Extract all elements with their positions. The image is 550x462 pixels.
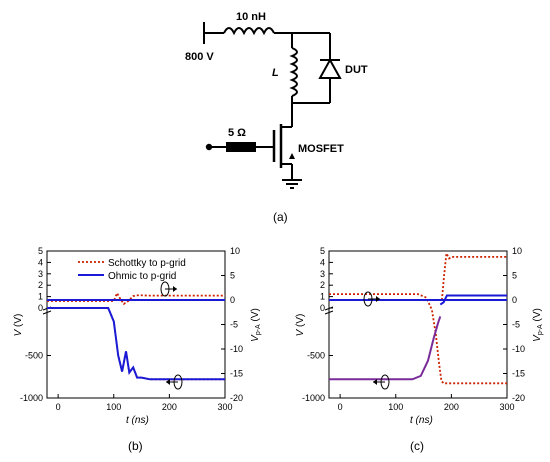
series-line	[329, 293, 507, 385]
y-left-tick-label: 5	[320, 246, 325, 256]
y-right-tick-label: 5	[230, 271, 235, 281]
legend-label-schottky: Schottky to p-grid	[108, 258, 186, 269]
series-inductor	[223, 27, 275, 36]
series-line	[441, 250, 507, 301]
x-tick-label: 100	[106, 402, 121, 412]
x-tick-label: 300	[499, 402, 514, 412]
chart-c-ylabel-right: Vp-A (V)	[532, 308, 544, 342]
series-line	[329, 316, 442, 381]
chart-b-ylabel-right: Vp-A (V)	[250, 308, 262, 342]
legend-label-ohmic: Ohmic to p-grid	[108, 271, 176, 282]
y-right-tick-label: 5	[512, 271, 517, 281]
y-left-tick-label: 2	[320, 280, 325, 290]
y-right-tick-label: -20	[512, 393, 525, 403]
y-left-tick-label: 1	[38, 292, 43, 302]
chart-c-ylabel-left: V (V)	[295, 314, 306, 337]
y-left-tick-label: 2	[38, 280, 43, 290]
gate-terminal	[205, 143, 213, 151]
y-right-tick-label: 0	[230, 295, 235, 305]
x-tick-label: 0	[338, 402, 343, 412]
y-right-tick-label: -20	[230, 393, 243, 403]
caption-c: (c)	[410, 439, 424, 453]
series-line	[47, 291, 225, 306]
y-right-tick-label: -10	[230, 344, 243, 354]
y-right-tick-label: -15	[512, 369, 525, 379]
y-right-tick-label: -5	[230, 320, 238, 330]
y-left-tick-label: -500	[25, 351, 43, 361]
chart-b-xlabel: t (ns)	[126, 415, 149, 426]
y-left-tick-label: 0	[38, 303, 43, 313]
axis-break-icon	[324, 306, 334, 315]
series-line	[439, 294, 507, 306]
y-left-tick-label: -1000	[302, 393, 325, 403]
y-left-tick-label: 0	[320, 303, 325, 313]
y-left-tick-label: -500	[307, 351, 325, 361]
y-left-tick-label: 4	[38, 257, 43, 267]
y-right-tick-label: 10	[230, 246, 240, 256]
caption-b: (b)	[128, 439, 143, 453]
axis-indicator-arrowhead	[373, 379, 377, 385]
y-right-tick-label: 10	[512, 246, 522, 256]
y-right-tick-label: -5	[512, 320, 520, 330]
chart-b-ylabel-left: V (V)	[13, 314, 24, 337]
axis-indicator-arrowhead	[173, 286, 177, 292]
axis-indicator-arrowhead	[376, 296, 380, 302]
gate-resistor	[226, 142, 256, 152]
y-right-tick-label: -15	[230, 369, 243, 379]
y-left-tick-label: 3	[38, 269, 43, 279]
chart-c-xlabel: t (ns)	[410, 415, 433, 426]
y-right-tick-label: 0	[512, 295, 517, 305]
y-left-tick-label: 5	[38, 246, 43, 256]
inductor-label: 10 nH	[236, 11, 266, 23]
y-left-tick-label: 1	[320, 292, 325, 302]
chart-c-frame	[328, 250, 508, 399]
load-inductor	[289, 47, 298, 97]
diode-triangle	[318, 57, 342, 79]
load-label: L	[272, 67, 279, 79]
x-tick-label: 100	[388, 402, 403, 412]
switch-label: MOSFET	[298, 143, 344, 155]
mosfet-arrow-icon	[289, 153, 295, 159]
series-line	[47, 307, 225, 381]
source-label: 800 V	[185, 51, 214, 63]
series-line	[47, 307, 225, 381]
x-tick-label: 0	[56, 402, 61, 412]
y-left-tick-label: 3	[320, 269, 325, 279]
diode-label: DUT	[345, 64, 368, 76]
caption-a: (a)	[273, 210, 288, 224]
x-tick-label: 200	[162, 402, 177, 412]
axis-indicator-arrowhead	[166, 379, 170, 385]
circuit-diagram	[203, 22, 342, 189]
x-tick-label: 200	[444, 402, 459, 412]
resistor-label: 5 Ω	[228, 127, 246, 139]
y-left-tick-label: 4	[320, 257, 325, 267]
y-right-tick-label: -10	[512, 344, 525, 354]
y-left-tick-label: -1000	[20, 393, 43, 403]
x-tick-label: 300	[217, 402, 232, 412]
